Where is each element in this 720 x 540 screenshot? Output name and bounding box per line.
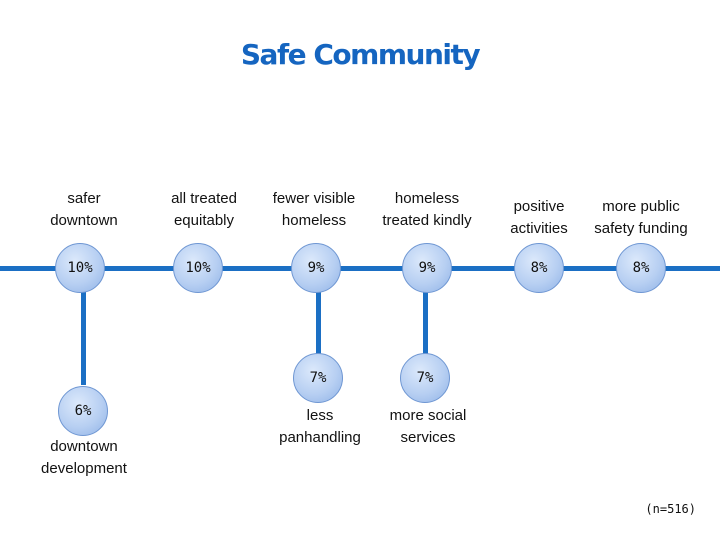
node-less-panhandling: 7% (293, 353, 343, 403)
label-fewer-visible-homeless: fewer visible homeless (272, 190, 356, 229)
sample-size-note: (n=516) (645, 502, 696, 516)
label-homeless-treated-kindly: homeless treated kindly (382, 190, 472, 229)
node-homeless-treated-kindly: 9% (402, 243, 452, 293)
label-all-treated-equitably: all treated equitably (171, 190, 237, 229)
stem-less-panhandling (316, 270, 321, 360)
label-more-public-safety-funding: more public safety funding (594, 198, 688, 237)
diagram-title: Safe Community (240, 38, 481, 71)
label-less-panhandling: less panhandling (279, 407, 361, 446)
label-safer-downtown: safer downtown (50, 190, 118, 229)
label-positive-activities: positive activities (510, 198, 568, 237)
label-more-social-services: more social services (389, 407, 467, 446)
timeline-bar (0, 266, 720, 271)
node-downtown-development: 6% (58, 386, 108, 436)
node-fewer-visible-homeless: 9% (291, 243, 341, 293)
node-safer-downtown: 10% (55, 243, 105, 293)
node-positive-activities: 8% (514, 243, 564, 293)
node-all-treated-equitably: 10% (173, 243, 223, 293)
node-more-social-services: 7% (400, 353, 450, 403)
label-downtown-development: downtown development (41, 438, 127, 477)
node-more-public-safety-funding: 8% (616, 243, 666, 293)
stem-more-social-services (423, 270, 428, 360)
stem-downtown-development (81, 270, 86, 385)
